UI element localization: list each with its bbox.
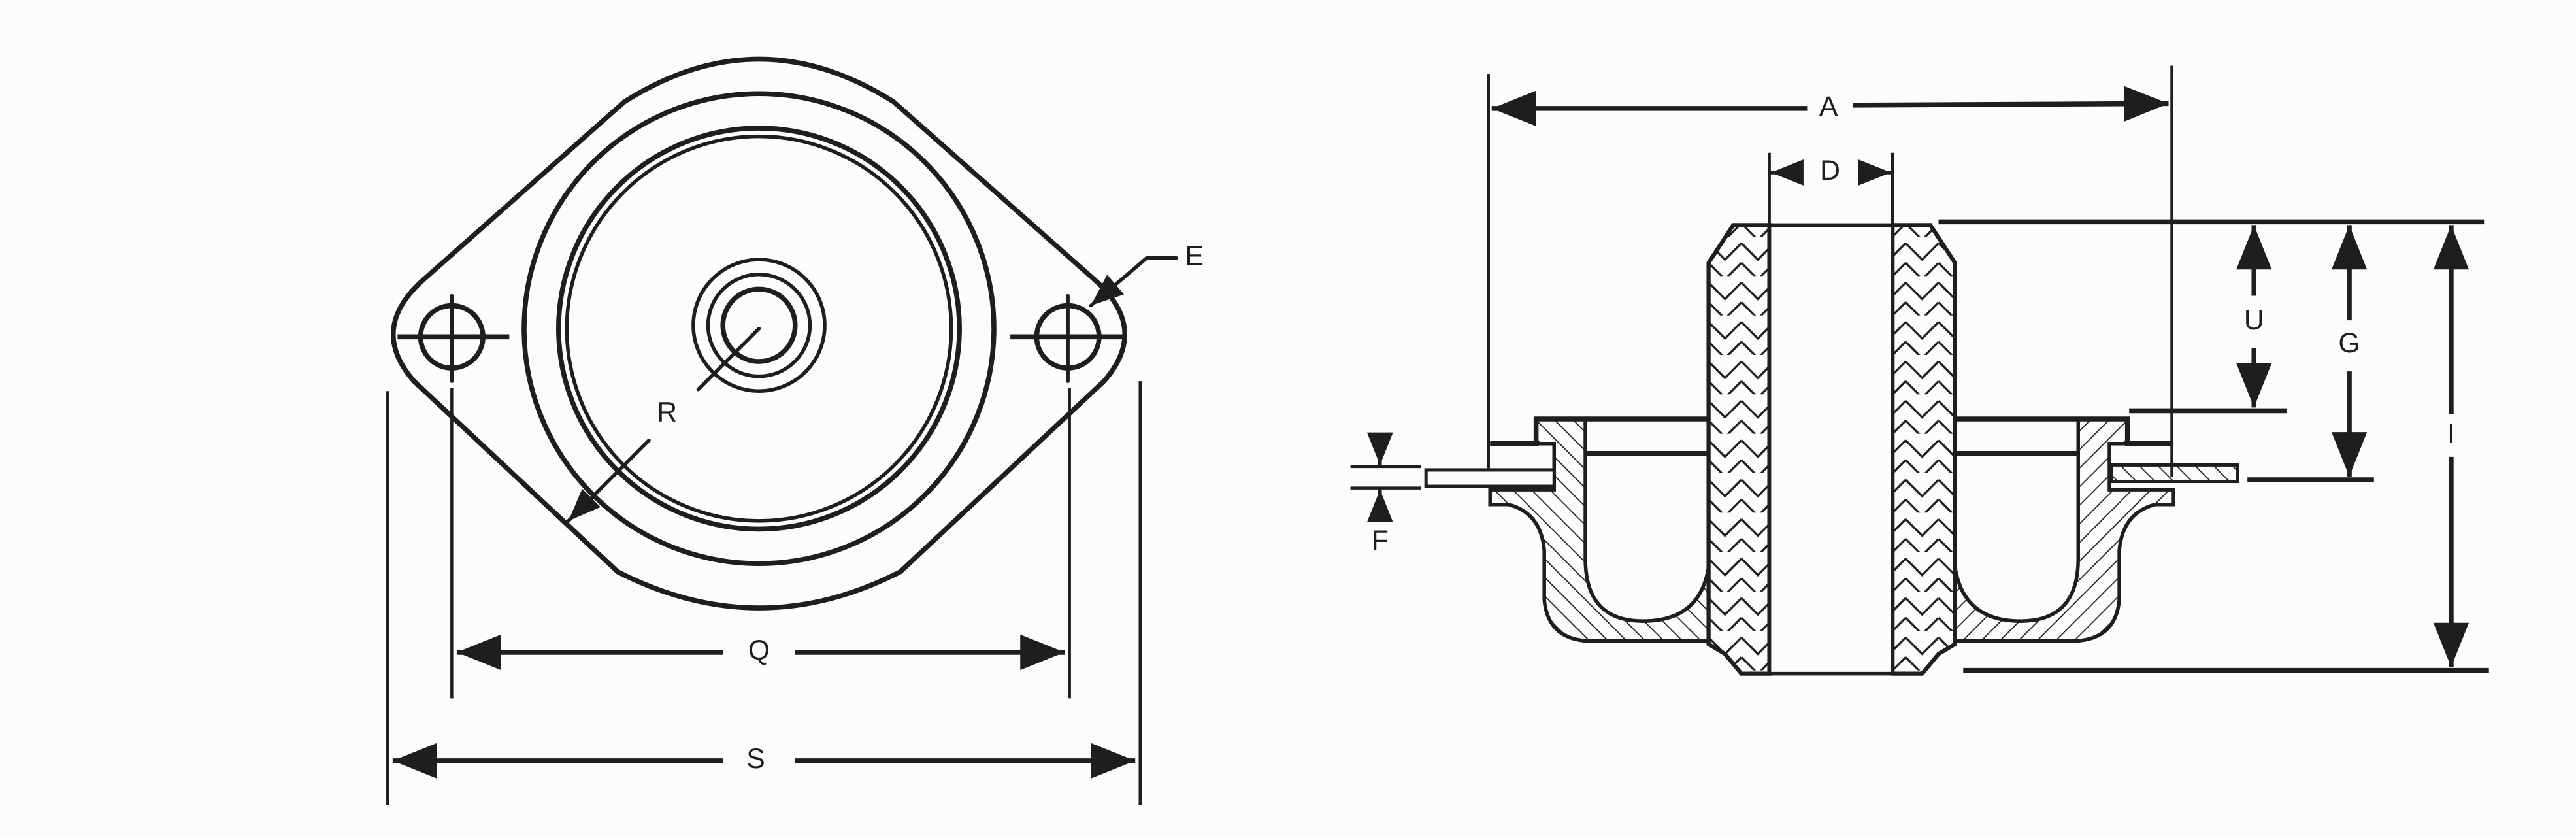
hub-mid [706, 273, 812, 378]
cup-right [1953, 416, 2175, 643]
cup-left [1488, 416, 1711, 643]
radius-leader-r [567, 438, 651, 523]
label-q: Q [748, 635, 770, 666]
outer-ring [521, 91, 997, 566]
flange-outline [391, 56, 1127, 611]
label-u: U [2244, 305, 2264, 336]
label-i: I [2447, 418, 2455, 449]
bushing-wall-right [1891, 223, 1957, 676]
mounting-plate-left [1424, 468, 1556, 488]
body-ring-inner [565, 134, 953, 523]
leader-e [1089, 256, 1178, 308]
plan-view: Q S R E [386, 56, 1204, 805]
label-f: F [1372, 525, 1389, 556]
label-s: S [746, 743, 765, 775]
hub-inner [720, 286, 798, 364]
body-ring-outer [555, 126, 962, 532]
hub-outer [691, 258, 827, 394]
bushing-bore [1767, 223, 1894, 676]
bushing-wall-left [1706, 223, 1772, 676]
label-g: G [2338, 327, 2360, 359]
label-d: D [1820, 155, 1840, 186]
radius-leader-r-upper [696, 326, 761, 392]
label-e: E [1185, 241, 1204, 272]
mounting-plate-right [2109, 463, 2239, 484]
label-a: A [1819, 91, 1838, 122]
label-r: R [657, 397, 677, 428]
section-view: A D U G [1350, 65, 2489, 676]
